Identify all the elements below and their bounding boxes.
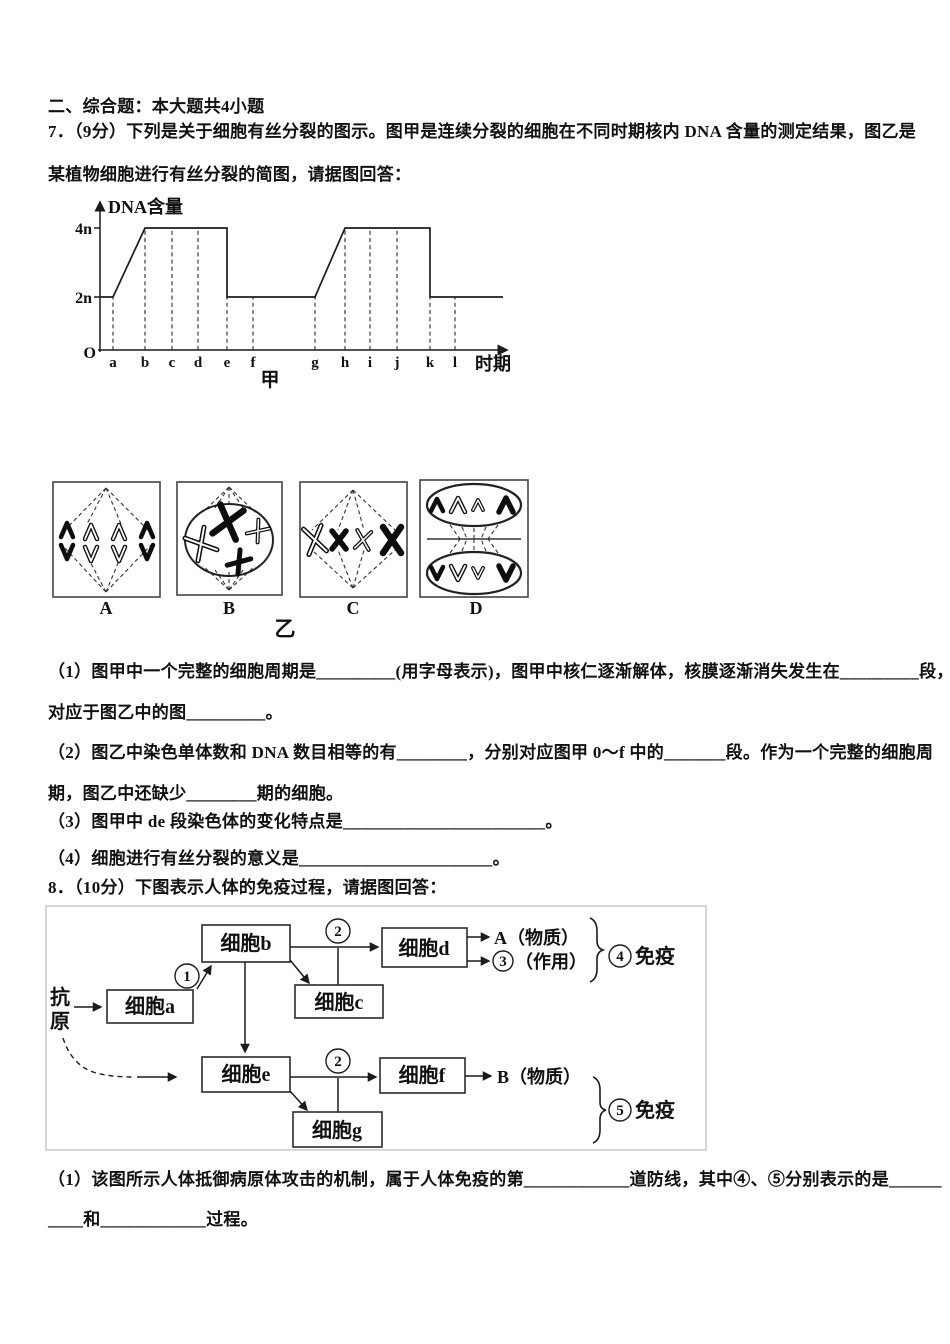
svg-text:k: k <box>426 355 435 371</box>
svg-text:h: h <box>341 355 350 371</box>
q8-stem: 8．（10分）下图表示人体的免疫过程，请据图回答： <box>48 878 447 897</box>
q7-stem-line1: 7．（9分）下列是关于细胞有丝分裂的图示。图甲是连续分裂的细胞在不同时期核内 D… <box>48 122 917 141</box>
antigen-char2: 原 <box>50 1011 70 1033</box>
flowchart-border <box>45 905 707 1151</box>
brace-top <box>589 917 606 983</box>
circle-3-icon <box>492 950 514 972</box>
cell-a-label: 细胞a <box>125 994 175 1018</box>
cell-c-box <box>294 984 384 1019</box>
cell-g-label: 细胞g <box>312 1118 362 1142</box>
svg-text:i: i <box>368 355 372 371</box>
dashed-guides <box>112 228 456 350</box>
svg-text:b: b <box>141 355 149 371</box>
q7-sub2-line2: 期，图乙中还缺少________期的细胞。 <box>48 784 344 803</box>
circle-5-num: 5 <box>616 1103 624 1119</box>
svg-text:j: j <box>394 355 400 371</box>
immunity-5-label: 免疫 <box>635 1098 675 1122</box>
dna-curve <box>100 227 503 298</box>
circle-2-top-icon <box>325 918 351 944</box>
dna-content-chart: DNA含量 4n 2n O 时期 a b c d e f g h i j k l… <box>75 196 511 391</box>
q7-sub4: （4）细胞进行有丝分裂的意义是______________________。 <box>48 849 510 868</box>
q8-sub1-line2: ____和____________过程。 <box>48 1210 258 1229</box>
cell-e-label: 细胞e <box>222 1062 271 1086</box>
svg-text:C: C <box>347 598 360 618</box>
circle-4-icon <box>608 944 632 968</box>
q7-sub1-line1: （1）图甲中一个完整的细胞周期是_________(用字母表示)，图甲中核仁逐渐… <box>48 662 950 681</box>
svg-text:D: D <box>470 598 483 618</box>
cell-diagram-labels: A B C D <box>100 598 483 618</box>
circle-3-num: 3 <box>499 954 507 970</box>
cell-d-box <box>381 927 468 968</box>
cell-d-label: 细胞d <box>398 936 449 960</box>
cell-a-box <box>106 989 194 1024</box>
cell-f-box <box>379 1057 466 1094</box>
cell-diagram-B <box>176 481 283 596</box>
cell-c-label: 细胞c <box>315 990 364 1014</box>
q7-sub3: （3）图甲中 de 段染色体的变化特点是____________________… <box>48 812 563 831</box>
svg-text:c: c <box>169 355 176 371</box>
x-axis-label: 时期 <box>475 354 511 374</box>
svg-text:f: f <box>251 355 257 371</box>
cell-g-box <box>292 1111 383 1148</box>
circle-1-icon <box>174 963 200 989</box>
output-a-label: A（物质） <box>494 927 579 948</box>
cells-caption-yi: 乙 <box>275 617 296 641</box>
cell-b-label: 细胞b <box>220 931 271 955</box>
svg-text:a: a <box>109 355 117 371</box>
q7-sub2-line1: （2）图乙中染色单体数和 DNA 数目相等的有________，分别对应图甲 0… <box>48 743 934 762</box>
ytick-2n: 2n <box>75 290 92 307</box>
circle-1-num: 1 <box>183 969 191 985</box>
section-header: 二、综合题：本大题共4小题 <box>48 97 265 116</box>
svg-text:d: d <box>194 355 203 371</box>
svg-text:A: A <box>100 598 113 618</box>
y-axis-label: DNA含量 <box>108 196 183 217</box>
brace-bottom <box>592 1076 607 1144</box>
circle-2-bottom-num: 2 <box>334 1054 342 1070</box>
antigen-dashed-path <box>62 1037 134 1078</box>
output-b-label: B（物质） <box>497 1066 581 1087</box>
circle-5-icon <box>608 1098 632 1122</box>
q8-sub1-line1: （1）该图所示人体抵御病原体攻击的机制，属于人体免疫的第____________… <box>48 1170 942 1189</box>
cell-division-diagrams: A B C D 乙 <box>52 479 529 641</box>
ytick-4n: 4n <box>75 221 92 238</box>
circle-2-top-num: 2 <box>334 924 342 940</box>
svg-text:e: e <box>224 355 231 371</box>
svg-text:B: B <box>223 598 235 618</box>
antigen-char1: 抗 <box>50 985 70 1009</box>
q7-sub1-line2: 对应于图乙中的图_________。 <box>48 703 283 722</box>
cell-diagram-C <box>299 481 408 598</box>
chart-caption-jia: 甲 <box>260 370 279 391</box>
x-tick-letters: a b c d e f g h i j k l <box>109 355 457 371</box>
svg-text:g: g <box>311 355 319 371</box>
cell-b-box <box>201 924 291 963</box>
circle-4-num: 4 <box>616 949 624 965</box>
cell-diagram-D <box>419 479 529 598</box>
q7-stem-line2: 某植物细胞进行有丝分裂的简图，请据图回答： <box>48 165 412 184</box>
circle-2-bottom-icon <box>325 1048 351 1074</box>
cell-diagram-A <box>52 481 161 598</box>
cell-e-box <box>201 1056 291 1093</box>
cell-f-label: 细胞f <box>399 1063 446 1087</box>
immunity-4-label: 免疫 <box>635 944 675 968</box>
output-3-label: （作用） <box>515 951 587 972</box>
immune-flowchart: 抗 原 细胞a 1 细胞b 2 细胞c 细胞d A（物质） 3 （作用） <box>45 905 707 1151</box>
origin-label: O <box>84 345 96 362</box>
svg-text:l: l <box>453 355 457 371</box>
